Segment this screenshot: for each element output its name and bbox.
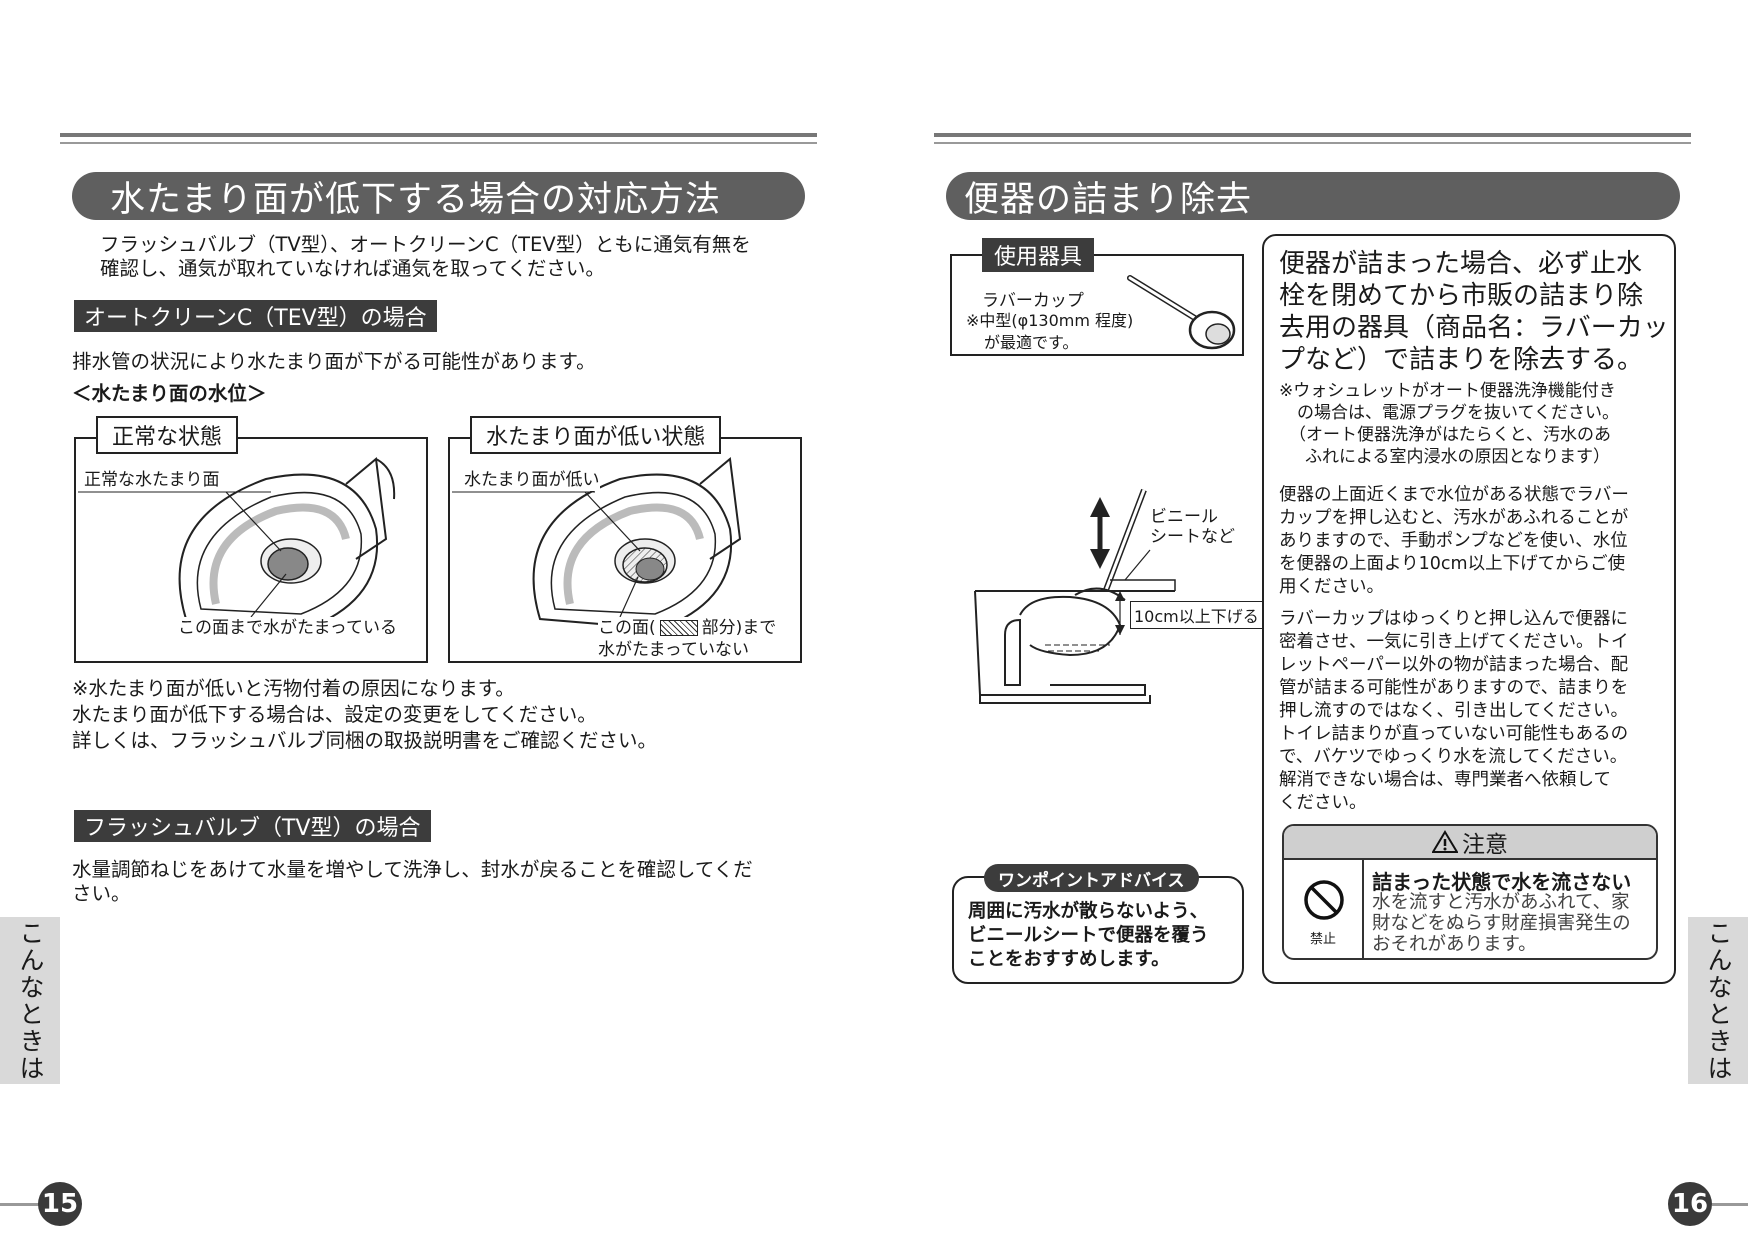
- advice-panel: 周囲に汚水が散らないよう、 ビニールシートで便器を覆う ことをおすすめします。: [952, 876, 1244, 984]
- page-num-rule-left: [0, 1203, 40, 1206]
- instructions-para1: 便器の上面近くまで水位がある状態でラバー カップを押し込むと、汚水があふれること…: [1279, 485, 1629, 597]
- page-title-text: 水たまり面が低下する場合の対応方法: [110, 179, 721, 220]
- water-level-subheading: ＜水たまり面の水位＞: [72, 382, 267, 405]
- advice-text: 周囲に汚水が散らないよう、 ビニールシートで便器を覆う ことをおすすめします。: [968, 901, 1209, 970]
- section-heading-tev: オートクリーンC（TEV型）の場合: [74, 300, 437, 332]
- section-text-tev: 排水管の状況により水たまり面が下がる可能性があります。: [72, 350, 596, 373]
- normal-callout-top: 正常な水たまり面: [84, 469, 220, 491]
- side-tab-right[interactable]: こんなときは: [1688, 917, 1748, 1084]
- low-callout-bottom: この面(部分)まで 水がたまっていない: [598, 617, 777, 661]
- prohibit-icon: [1304, 880, 1344, 920]
- caution-text: 水を流すと汚水があふれて、家 財などをぬらす財産損害発生の おそれがあります。: [1372, 892, 1631, 955]
- page-title-left: 水たまり面が低下する場合の対応方法: [72, 172, 805, 220]
- plunger-icon: [1127, 275, 1236, 350]
- toilet-low-illustration: [452, 457, 742, 631]
- toilet-normal-illustration: [78, 457, 396, 631]
- top-rule-right-thin: [934, 142, 1691, 144]
- top-rule-left: [60, 133, 817, 137]
- instructions-note: ※ウォシュレットがオート便器洗浄機能付き の場合は、電源プラグを抜いてください。…: [1279, 381, 1619, 467]
- page-title-text: 便器の詰まり除去: [964, 179, 1253, 220]
- side-tab-left[interactable]: こんなときは: [0, 917, 60, 1084]
- top-rule-right: [934, 133, 1691, 137]
- instructions-para2: ラバーカップはゆっくりと押し込んで便器に 密着させ、一気に引き上げてください。ト…: [1279, 609, 1629, 813]
- tool-panel: ラバーカップ ※中型(φ130mm 程度) が最適です。: [950, 254, 1244, 356]
- normal-state-label: 正常な状態: [96, 416, 239, 454]
- caution-panel: 注意 禁止 詰まった状態で水を流さない 水を流すと汚水があふれて、家 財などをぬ…: [1282, 824, 1658, 960]
- section-heading-tv: フラッシュバルブ（TV型）の場合: [74, 810, 431, 842]
- caution-header: 注意: [1284, 826, 1656, 860]
- lower-10cm-label: 10cm以上下げる: [1130, 601, 1263, 629]
- page-num-rule-right: [1712, 1203, 1748, 1206]
- instructions-panel: 便器が詰まった場合、必ず止水 栓を閉めてから市販の詰まり除 去用の器具（商品名：…: [1262, 234, 1676, 984]
- prohibit-cell: 禁止: [1284, 860, 1364, 958]
- caution-title: 詰まった状態で水を流さない: [1372, 870, 1632, 894]
- page-number-right: 16: [1668, 1182, 1712, 1226]
- instructions-headline: 便器が詰まった場合、必ず止水 栓を閉めてから市販の詰まり除 去用の器具（商品名：…: [1279, 249, 1669, 375]
- plunger-diagram: [974, 488, 1176, 704]
- page-title-right: 便器の詰まり除去: [946, 172, 1680, 220]
- page-number-left: 15: [38, 1182, 82, 1226]
- prohibit-label: 禁止: [1310, 932, 1337, 947]
- warning-icon: [1432, 830, 1458, 853]
- low-state-panel: 水たまり面が低い この面(部分)まで 水がたまっていない: [448, 437, 802, 663]
- section-text-tv: 水量調節ねじをあけて水量を増やして洗浄し、封水が戻ることを確認してくだ さい。: [72, 858, 753, 905]
- hatch-swatch: [659, 620, 698, 636]
- tool-label: 使用器具: [982, 238, 1095, 272]
- tool-name: ラバーカップ: [982, 291, 1084, 311]
- tool-note: ※中型(φ130mm 程度) が最適です。: [966, 311, 1134, 352]
- normal-state-panel: 正常な水たまり面 この面まで水がたまっている: [74, 437, 428, 663]
- advice-tag: ワンポイントアドバイス: [984, 864, 1199, 892]
- intro-text: フラッシュバルブ（TV型）、オートクリーンC（TEV型）ともに通気有無を 確認し…: [100, 233, 751, 280]
- low-state-label: 水たまり面が低い状態: [470, 416, 722, 454]
- low-callout-top: 水たまり面が低い: [464, 469, 600, 491]
- normal-callout-bottom: この面まで水がたまっている: [178, 617, 397, 639]
- notes-tev: ※水たまり面が低いと汚物付着の原因になります。 水たまり面が低下する場合は、設定…: [72, 677, 658, 752]
- top-rule-left-thin: [60, 142, 817, 144]
- sheet-label: ビニール シートなど: [1150, 507, 1235, 547]
